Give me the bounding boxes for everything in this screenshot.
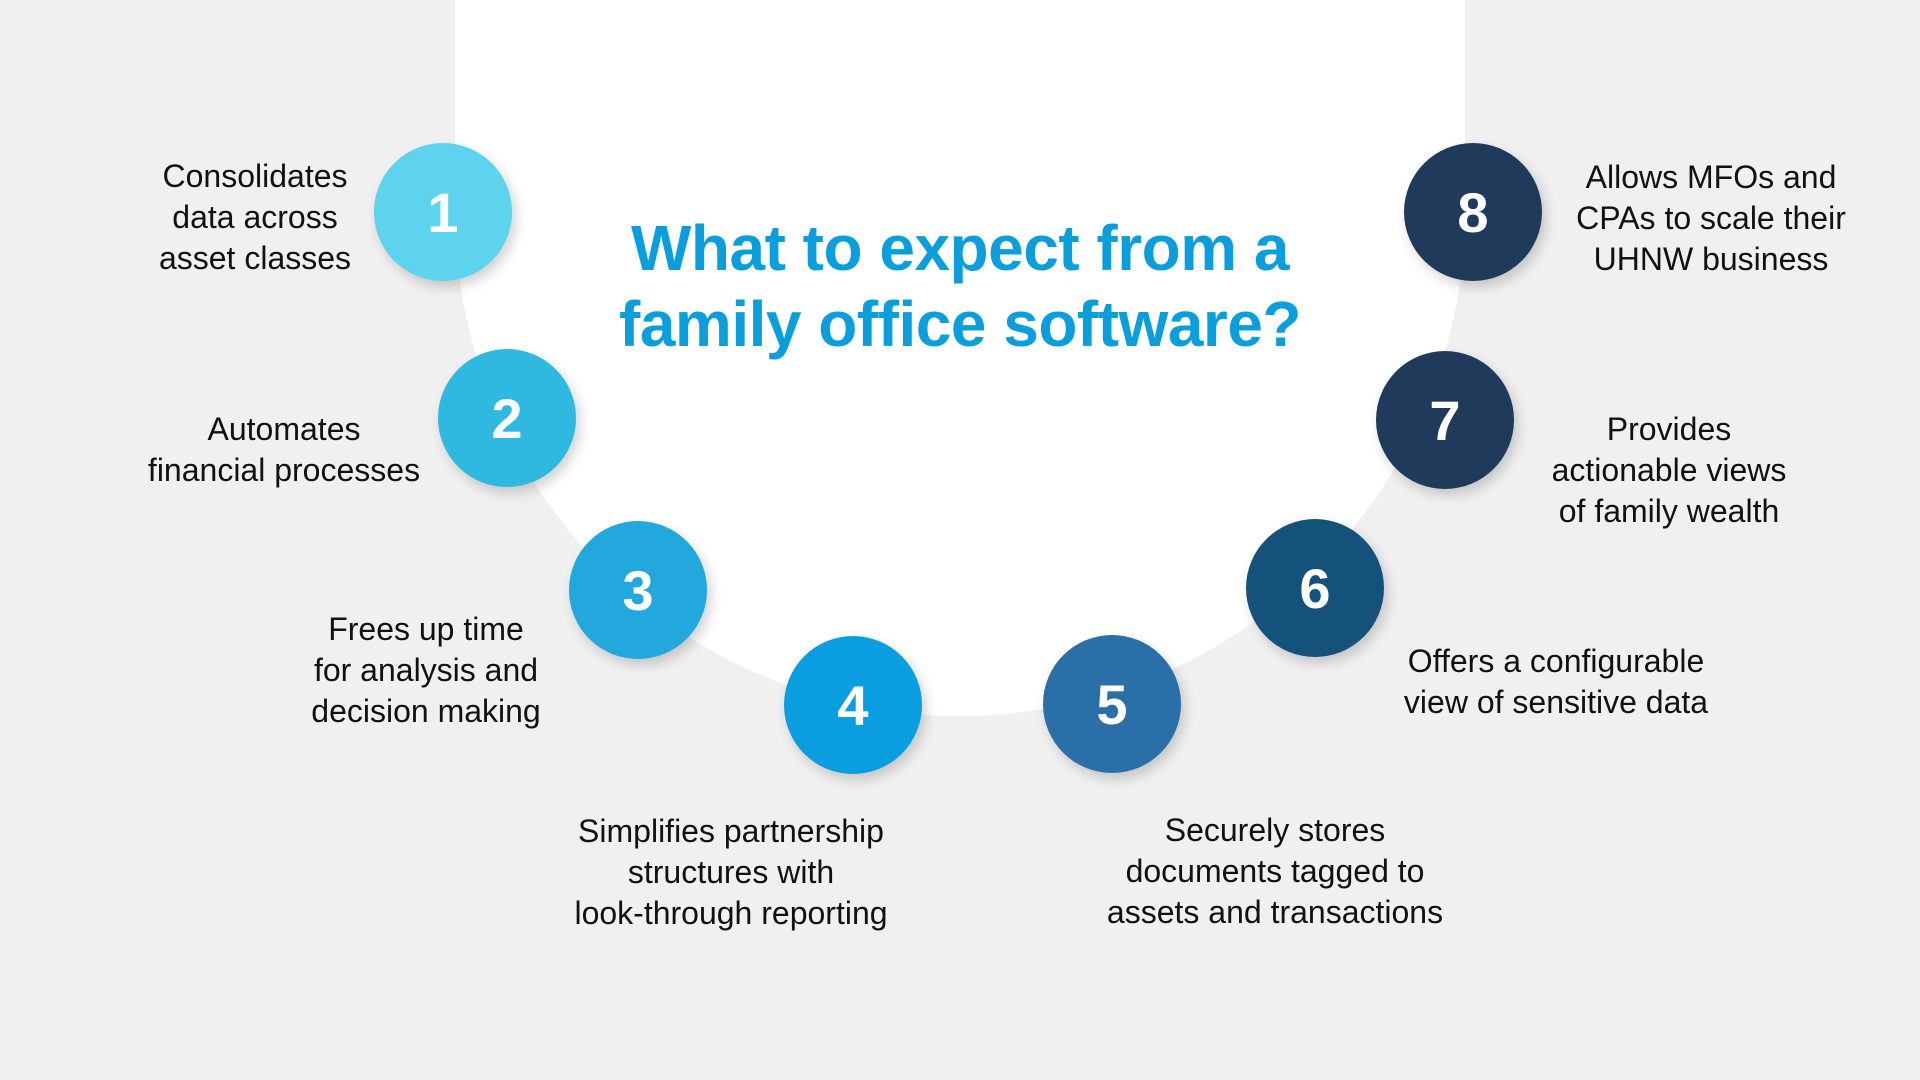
step-description-line: Frees up time [328,611,524,647]
step-number-badge: 6 [1246,519,1384,657]
step-description-line: CPAs to scale their [1576,200,1846,236]
step-description: Offers a configurable view of sensitive d… [1346,641,1766,723]
step-description-line: of family wealth [1558,493,1780,529]
step-description-line: Automates [207,411,361,447]
step-description-line: Offers a configurable [1407,643,1705,679]
step-description-line: structures with [627,854,835,890]
step-description: Simplifies partnership structures with loo… [521,811,941,934]
step-number-badge: 2 [438,349,576,487]
step-number: 8 [1457,180,1489,244]
step-description: Frees up time for analysis and decision ma… [216,609,636,732]
step-description-line: Simplifies partnership [578,813,884,849]
step-description-line: assets and transactions [1106,894,1444,930]
step-number: 7 [1429,388,1461,452]
step-number-badge: 5 [1043,635,1181,773]
page-title: What to expect from a family office soft… [560,210,1360,362]
step-number: 4 [837,673,869,737]
step-description-line: asset classes [158,240,352,276]
step-number: 2 [491,386,523,450]
step-number-badge: 7 [1376,351,1514,489]
step-description-line: UHNW business [1593,241,1829,277]
step-number-badge: 8 [1404,143,1542,281]
step-description-line: decision making [311,693,541,729]
title-line-1: What to expect from a [630,212,1290,284]
step-number-badge: 3 [569,521,707,659]
step-number: 3 [622,558,654,622]
step-number-badge: 4 [784,636,922,774]
step-description: Consolidates data across asset classes [45,156,465,279]
step-description-line: financial processes [147,452,421,488]
step-number-badge: 1 [374,143,512,281]
step-description-line: view of sensitive data [1403,684,1709,720]
title-line-2: family office software? [619,288,1302,360]
step-description-line: Provides [1606,411,1732,447]
step-description-line: Consolidates [162,158,348,194]
step-description: Provides actionable views of family wealth [1459,409,1879,532]
step-description-line: look-through reporting [574,895,888,931]
step-description-line: Securely stores [1164,812,1386,848]
step-description: Automates financial processes [74,409,494,491]
step-number: 5 [1096,672,1128,736]
step-number: 1 [427,180,459,244]
step-description-line: documents tagged to [1125,853,1425,889]
step-description-line: Allows MFOs and [1585,159,1837,195]
step-description-line: data across [172,199,338,235]
step-description-line: actionable views [1551,452,1787,488]
step-description-line: for analysis and [313,652,539,688]
step-number: 6 [1299,556,1331,620]
step-description: Securely stores documents tagged to assets… [1065,810,1485,933]
